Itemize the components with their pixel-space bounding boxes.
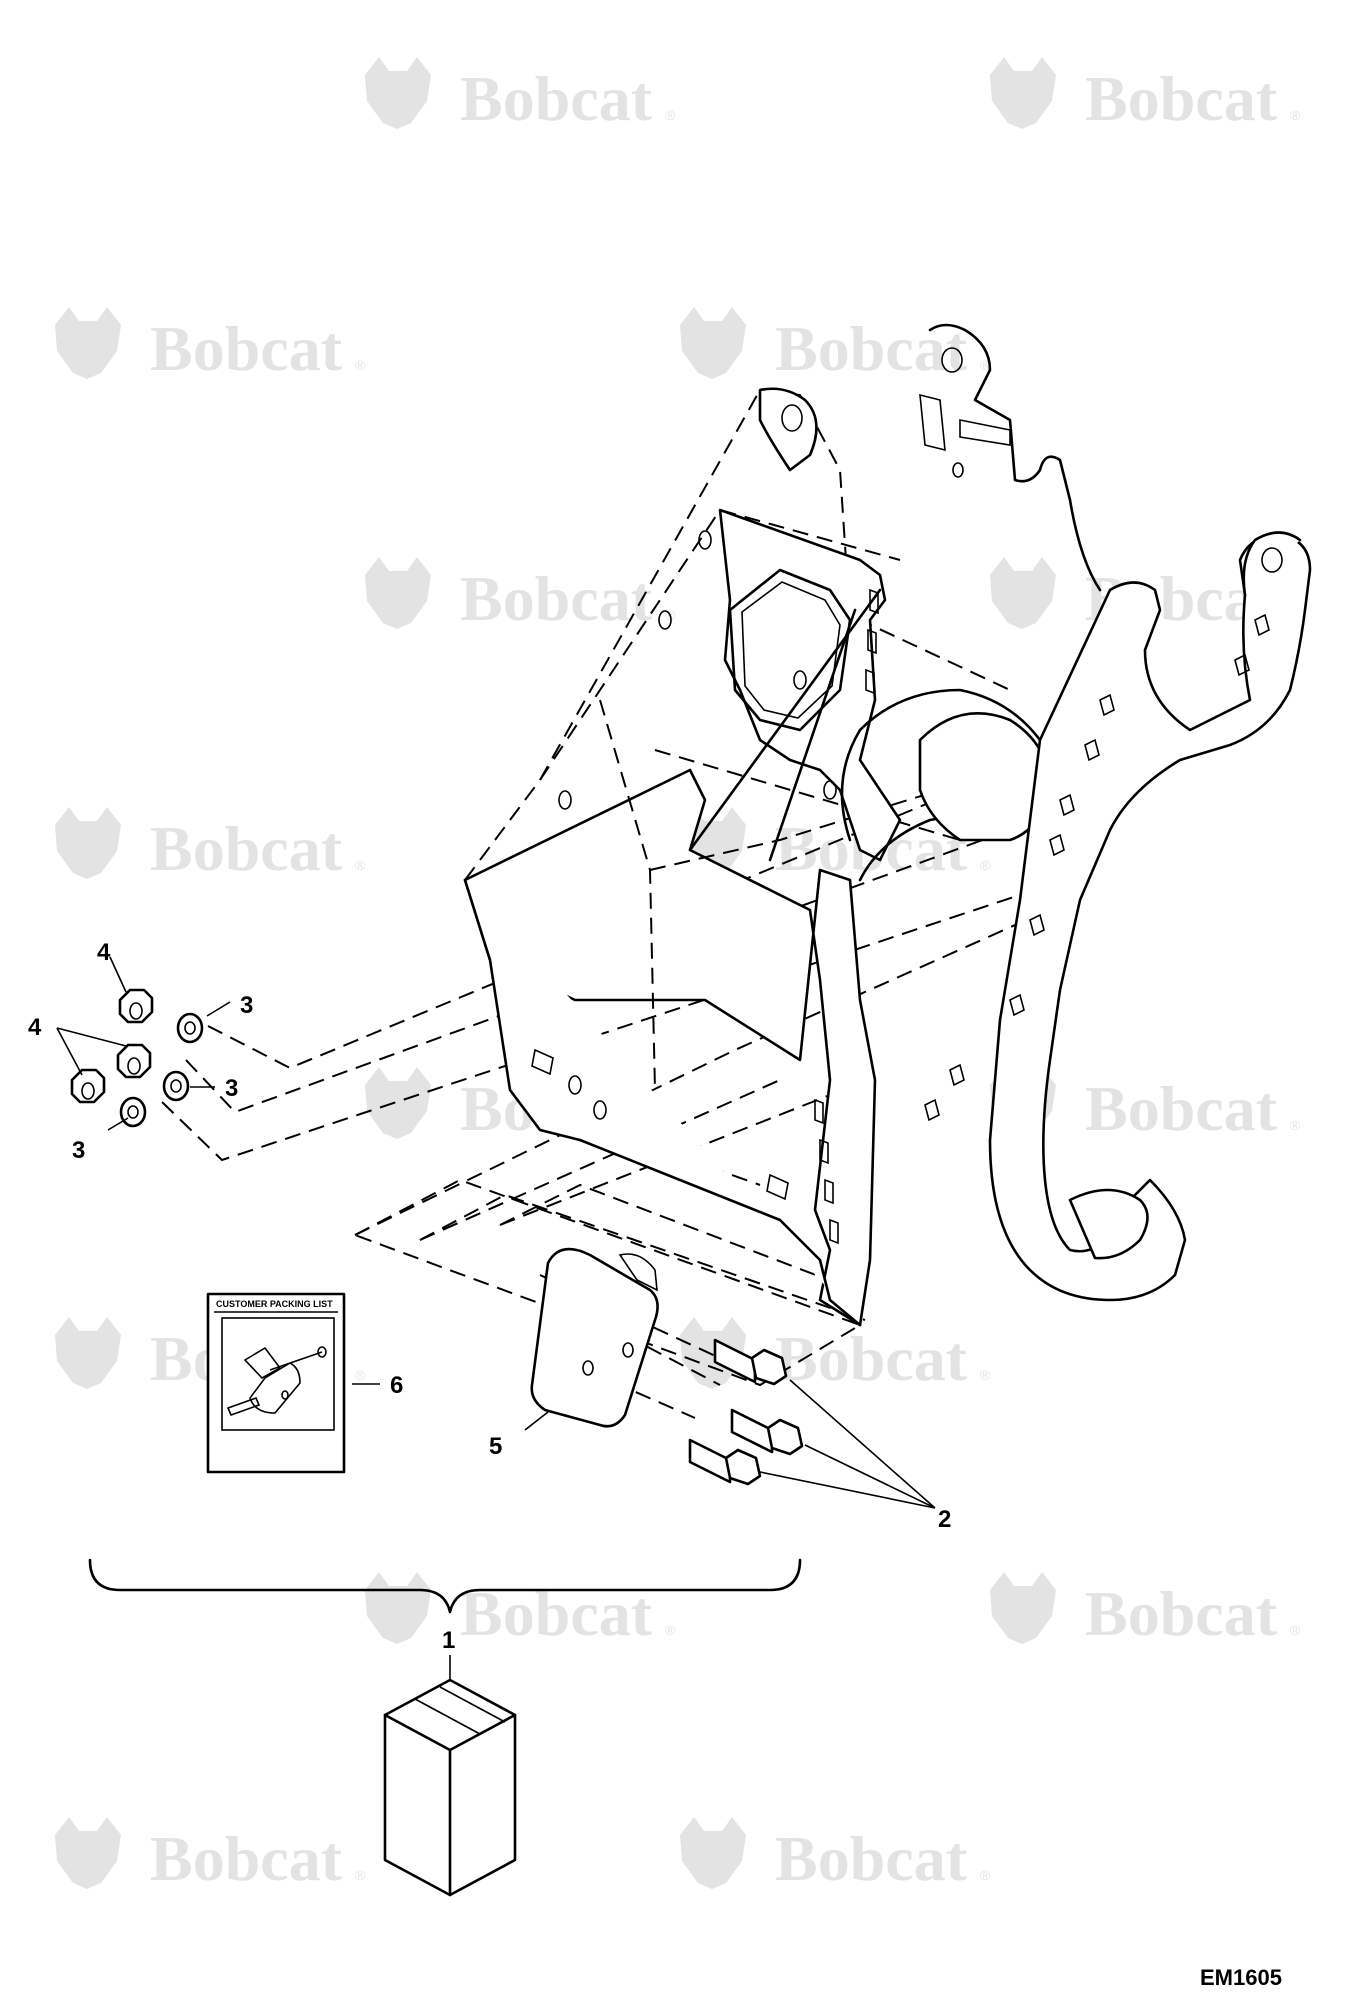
bolt-icon [688,1438,762,1486]
bobcat-watermark: Bobcat ® [990,57,1301,134]
bobcat-watermark: Bobcat ® [365,57,676,134]
bobcat-logo-icon [55,807,121,879]
watermark-text: Bobcat [1085,1073,1278,1144]
watermark-registered-mark: ® [355,857,366,873]
watermark-registered-mark: ® [980,1367,991,1383]
nut-icon [116,1043,152,1079]
watermark-registered-mark: ® [355,1867,366,1883]
bobcat-logo-icon [365,1067,431,1139]
bobcat-watermark: Bobcat ® [990,1572,1301,1649]
callout-3: 3 [240,992,253,1019]
bobcat-logo-icon [55,307,121,379]
bobcat-logo-icon [990,57,1056,129]
bolt-icon [713,1338,788,1386]
bobcat-watermark: Bobcat ® [680,1817,991,1894]
bobcat-logo-icon [55,1817,121,1889]
watermark-registered-mark: ® [665,1622,676,1638]
kit-bracket-brace [88,1558,802,1685]
bobcat-logo-icon [55,1317,121,1389]
bobcat-logo-icon [990,1572,1056,1644]
watermark-text: Bobcat [460,563,653,634]
watermark-text: Bobcat [1085,1578,1278,1649]
bobcat-logo-icon [365,57,431,129]
watermark-text: Bobcat [775,313,968,384]
watermark-text: Bobcat [150,813,343,884]
bobcat-logo-icon [680,1317,746,1389]
lift-arm-bracket [919,323,1312,1302]
callout-labels: 4 3 4 3 3 6 5 2 1 [28,939,951,1654]
bobcat-watermark: Bobcat ® [55,807,366,884]
customer-packing-list [206,1292,380,1474]
callout-6: 6 [390,1372,403,1399]
watermark-text: Bobcat [150,1823,343,1894]
hardware-nuts-washers [56,956,231,1131]
callout-1: 1 [442,1627,455,1654]
mounting-plate [524,1247,659,1431]
watermark-registered-mark: ® [1290,1622,1301,1638]
bobcat-watermark: Bobcat® [365,557,676,634]
mounting-frame [463,387,1052,1327]
bolt-icon [730,1408,804,1456]
watermark-registered-mark: ® [1290,1117,1301,1133]
bolts [688,1338,936,1509]
watermark-text: Bobcat [150,313,343,384]
watermark-text: Bobcat [460,1578,653,1649]
bobcat-logo-icon [365,557,431,629]
bobcat-watermark: Bobcat ® [365,1572,676,1649]
drawing-code: EM1605 [1200,1965,1282,1990]
bobcat-logo-icon [680,1817,746,1889]
watermark-registered-mark: ® [355,1367,366,1383]
callout-4: 4 [28,1014,42,1041]
bobcat-watermark: Bobcat ® [680,307,991,384]
callout-2: 2 [938,1506,951,1533]
watermark-registered-mark: ® [980,1867,991,1883]
callout-3: 3 [225,1075,238,1102]
bobcat-logo-icon [990,557,1056,629]
washer-icon [162,1070,190,1102]
kit-box-icon [383,1678,517,1897]
nut-icon [70,1068,106,1104]
bobcat-logo-icon [365,1572,431,1644]
watermark-registered-mark: ® [980,857,991,873]
nut-icon [118,988,154,1024]
watermark-registered-mark: ® [1290,107,1301,123]
watermark-registered-mark: ® [355,357,366,373]
watermark-registered-mark: ® [980,357,991,373]
washer-icon [119,1096,147,1128]
callout-5: 5 [489,1433,502,1460]
packing-list-title: CUSTOMER PACKING LIST [216,1299,333,1309]
watermark-text: Bobcat [775,1323,968,1394]
watermark-registered-mark: ® [665,107,676,123]
washer-icon [176,1012,204,1044]
watermark-text: Bobcat [460,63,653,134]
bobcat-logo-icon [680,307,746,379]
callout-4: 4 [97,939,111,966]
watermark-text: Bobcat [1085,63,1278,134]
bobcat-watermark: Bobcat ® [680,1317,991,1394]
bobcat-watermark: Bobcat ® [55,1817,366,1894]
callout-3: 3 [72,1137,85,1164]
bobcat-watermark: Bobcat ® [55,307,366,384]
watermark-text: Bobcat [775,1823,968,1894]
